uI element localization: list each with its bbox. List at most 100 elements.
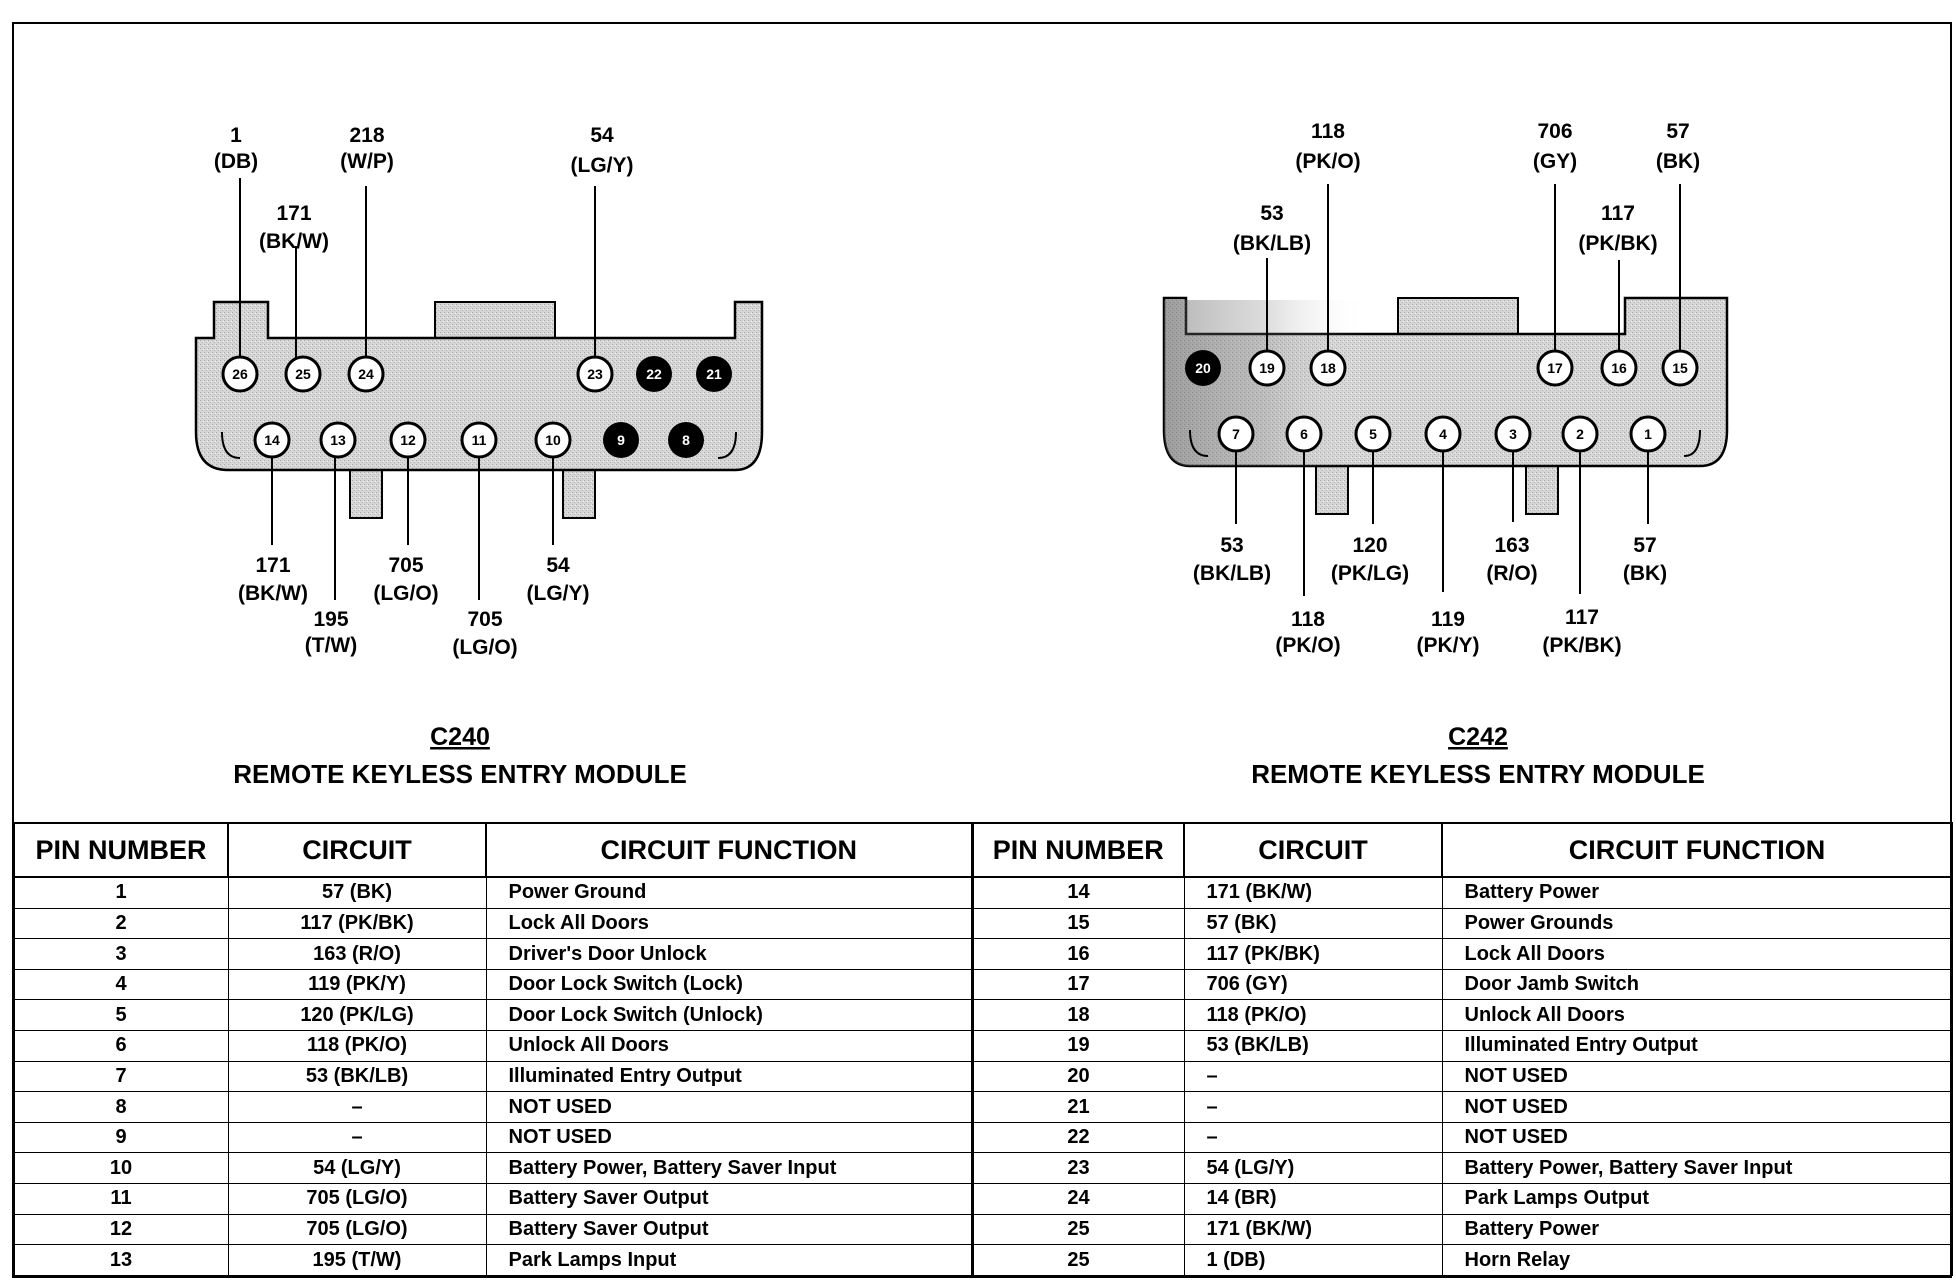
c240-subtitle: REMOTE KEYLESS ENTRY MODULE xyxy=(233,759,687,789)
svg-text:(PK/Y): (PK/Y) xyxy=(1417,634,1480,657)
svg-text:53: 53 xyxy=(1260,202,1283,225)
cell-pin-number: 21 xyxy=(970,1091,1185,1123)
cell-pin-number: 18 xyxy=(970,999,1185,1032)
c240-label-54-lgy-top: 54 (LG/Y) xyxy=(571,124,634,177)
svg-text:705: 705 xyxy=(467,608,502,631)
svg-text:(PK/BK): (PK/BK) xyxy=(1542,634,1621,657)
cell-pin-number: 4 xyxy=(13,968,229,1001)
cell-pin-number: 12 xyxy=(13,1213,229,1246)
c240-label-171-bkw-top: 171 (BK/W) xyxy=(259,202,329,253)
cell-circuit-function: NOT USED xyxy=(1441,1060,1953,1093)
table-header-row: PIN NUMBER CIRCUIT CIRCUIT FUNCTION PIN … xyxy=(13,822,1953,878)
c240-label-705-lgo-a: 705 (LG/O) xyxy=(373,554,438,605)
connector-c240: 26 25 24 23 22 21 14 13 12 11 10 9 8 1 (… xyxy=(194,124,764,789)
c240-latch xyxy=(434,301,556,339)
cell-pin-number: 8 xyxy=(13,1091,229,1123)
cell-pin-number: 23 xyxy=(970,1152,1185,1185)
c240-pin-8: 8 xyxy=(668,422,704,458)
header-circuit-left: CIRCUIT xyxy=(227,822,487,878)
svg-text:5: 5 xyxy=(1369,426,1377,442)
svg-text:4: 4 xyxy=(1439,426,1447,442)
svg-text:21: 21 xyxy=(706,366,722,382)
cell-circuit: 706 (GY) xyxy=(1183,968,1443,1001)
cell-circuit-function: Battery Power, Battery Saver Input xyxy=(1441,1152,1953,1185)
svg-text:17: 17 xyxy=(1547,360,1563,376)
cell-circuit: 117 (PK/BK) xyxy=(1183,938,1443,970)
cell-circuit: 54 (LG/Y) xyxy=(227,1152,487,1185)
cell-pin-number: 25 xyxy=(970,1213,1185,1246)
cell-pin-number: 3 xyxy=(13,938,229,970)
cell-circuit: 14 (BR) xyxy=(1183,1183,1443,1215)
cell-circuit-function: Illuminated Entry Output xyxy=(1441,1030,1953,1062)
c240-label-705-lgo-b: 705 (LG/O) xyxy=(452,608,517,659)
c242-pin-2: 2 xyxy=(1561,415,1599,453)
cell-circuit: – xyxy=(227,1091,487,1123)
svg-text:(GY): (GY) xyxy=(1533,150,1577,173)
svg-text:117: 117 xyxy=(1601,202,1635,225)
cell-circuit: 120 (PK/LG) xyxy=(227,999,487,1032)
c242-label-706-gy: 706 (GY) xyxy=(1533,120,1577,173)
svg-text:10: 10 xyxy=(545,432,561,448)
cell-circuit-function: Door Lock Switch (Lock) xyxy=(485,968,973,1001)
cell-circuit: 1 (DB) xyxy=(1183,1244,1443,1276)
cell-circuit: – xyxy=(227,1121,487,1154)
c242-pin-5: 5 xyxy=(1354,415,1392,453)
cell-circuit-function: Park Lamps Input xyxy=(485,1244,973,1276)
c242-key-right xyxy=(1525,463,1559,515)
c240-pin-12: 12 xyxy=(389,421,427,459)
cell-pin-number: 2 xyxy=(13,907,229,940)
c240-key-right xyxy=(562,467,596,519)
cell-circuit: – xyxy=(1183,1060,1443,1093)
cell-circuit-function: Power Ground xyxy=(485,876,973,909)
header-circuit-right: CIRCUIT xyxy=(1183,822,1443,878)
cell-pin-number: 13 xyxy=(13,1244,229,1276)
svg-text:(PK/LG): (PK/LG) xyxy=(1331,562,1409,585)
c242-pin-17: 17 xyxy=(1536,349,1574,387)
svg-text:(BK/LB): (BK/LB) xyxy=(1193,562,1271,585)
svg-text:22: 22 xyxy=(646,366,662,382)
svg-text:57: 57 xyxy=(1666,120,1689,143)
cell-pin-number: 16 xyxy=(970,938,1185,970)
c242-title: C242 xyxy=(1448,723,1508,751)
cell-circuit-function: Lock All Doors xyxy=(1441,938,1953,970)
svg-text:9: 9 xyxy=(617,432,625,448)
svg-text:19: 19 xyxy=(1259,360,1275,376)
svg-text:11: 11 xyxy=(472,432,487,448)
c240-label-54-lgy-bottom: 54 (LG/Y) xyxy=(527,554,590,605)
cell-circuit-function: Park Lamps Output xyxy=(1441,1183,1953,1215)
svg-text:23: 23 xyxy=(587,366,603,382)
cell-circuit-function: Horn Relay xyxy=(1441,1244,1953,1276)
header-circuit-function-left: CIRCUIT FUNCTION xyxy=(485,822,973,878)
svg-text:706: 706 xyxy=(1537,120,1572,143)
svg-text:8: 8 xyxy=(682,432,690,448)
cell-circuit-function: Battery Power xyxy=(1441,1213,1953,1246)
c242-pin-16: 16 xyxy=(1600,349,1638,387)
cell-circuit: 163 (R/O) xyxy=(227,938,487,970)
connector-diagram: 26 25 24 23 22 21 14 13 12 11 10 9 8 1 (… xyxy=(194,120,1729,789)
cell-circuit-function: NOT USED xyxy=(485,1121,973,1154)
cell-circuit: 705 (LG/O) xyxy=(227,1213,487,1246)
c240-pin-25: 25 xyxy=(284,355,322,393)
cell-pin-number: 17 xyxy=(970,968,1185,1001)
svg-text:(LG/Y): (LG/Y) xyxy=(527,582,590,605)
cell-circuit-function: Power Grounds xyxy=(1441,907,1953,940)
cell-circuit-function: Unlock All Doors xyxy=(485,1030,973,1062)
cell-circuit: 118 (PK/O) xyxy=(1183,999,1443,1032)
cell-circuit: 57 (BK) xyxy=(227,876,487,909)
cell-pin-number: 9 xyxy=(13,1121,229,1154)
cell-circuit-function: Unlock All Doors xyxy=(1441,999,1953,1032)
svg-text:171: 171 xyxy=(276,202,311,225)
c240-label-171-bkw-bottom: 171 (BK/W) xyxy=(238,554,308,605)
connector-c242: 20 19 18 17 16 15 7 6 5 4 3 2 1 118 (PK/… xyxy=(1162,120,1729,789)
svg-text:(W/P): (W/P) xyxy=(340,150,394,173)
svg-text:(PK/O): (PK/O) xyxy=(1295,150,1360,173)
cell-circuit-function: Battery Saver Output xyxy=(485,1213,973,1246)
svg-text:118: 118 xyxy=(1291,608,1325,631)
